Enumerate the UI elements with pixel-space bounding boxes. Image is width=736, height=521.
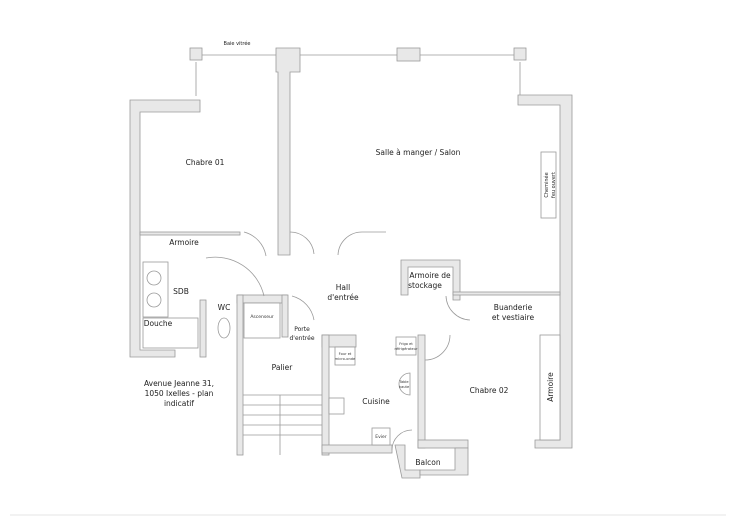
room-label-salon: Salle à manger / Salon (376, 148, 461, 157)
room-label-douche: Douche (144, 319, 173, 328)
room-label-buanderie-2: et vestiaire (492, 313, 535, 322)
table-haute-label-2: haute (399, 385, 410, 389)
armoire-left-label: Armoire (169, 238, 199, 247)
frigo-label-2: réfrigérateur (395, 347, 418, 351)
porte-entree-label: Porte (294, 326, 310, 333)
room-label-chambre-02: Chabre 02 (470, 386, 509, 395)
address-line-2: 1050 Ixelles - plan (145, 389, 214, 398)
room-label-chambre-01: Chabre 01 (186, 158, 225, 167)
doors (205, 231, 471, 451)
room-label-buanderie: Buanderie (494, 303, 533, 312)
porte-entree-label-2: d'entrée (289, 335, 314, 342)
armoire-right-label: Armoire (546, 372, 555, 402)
table-haute-label: Table (398, 380, 409, 384)
baie-vitree-label: Baie vitrée (224, 40, 251, 47)
hall-label: Hall (336, 283, 350, 292)
stairs (243, 394, 322, 455)
address-line-3: indicatif (164, 399, 194, 408)
room-label-palier: Palier (272, 363, 294, 372)
room-label-wc: WC (218, 303, 231, 312)
walls (129, 47, 573, 479)
frigo-label: Frigo et (399, 342, 413, 346)
baie-vitree-window (189, 47, 527, 96)
evier-label: Evier (375, 434, 387, 440)
cheminee-label: Cheminée (543, 172, 550, 197)
fixtures (142, 151, 561, 455)
ascenseur-label: Ascenseur (250, 314, 273, 320)
room-label-cuisine: Cuisine (362, 397, 390, 406)
armoire-stockage-label: Armoire de (409, 271, 451, 280)
address-line-1: Avenue Jeanne 31, (144, 379, 214, 388)
room-label-balcon: Balcon (415, 458, 441, 467)
four-label-2: micro-onde (335, 357, 356, 361)
four-label: Four et (339, 352, 352, 356)
hall-label-2: d'entrée (327, 293, 359, 302)
room-label-sdb: SDB (173, 287, 189, 296)
cheminee-label-2: feu ouvert (551, 172, 557, 198)
armoire-stockage-label-2: stockage (408, 281, 442, 290)
